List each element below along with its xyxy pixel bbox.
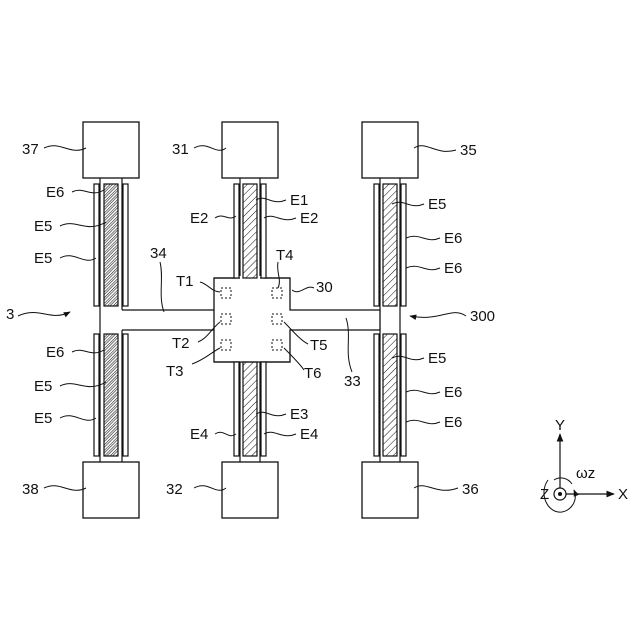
electrode-e4-bottom-right — [261, 362, 266, 456]
label-rotation-wz: ωz — [576, 465, 595, 482]
label-center-mass-30: 30 — [316, 279, 333, 296]
label-t4: T4 — [276, 247, 294, 264]
label-anchor-33: 33 — [344, 373, 361, 390]
electrode-e5-left-upper-inner — [123, 184, 128, 306]
label-t1: T1 — [176, 273, 194, 290]
anchor-31 — [222, 122, 278, 178]
anchor-35 — [362, 122, 418, 178]
electrode-e2-top-left — [234, 184, 239, 278]
label-e2-left: E2 — [190, 210, 208, 227]
electrode-e1 — [243, 184, 257, 278]
label-e1: E1 — [290, 192, 308, 209]
label-t6: T6 — [304, 365, 322, 382]
anchor-32 — [222, 462, 278, 518]
center-mass-30 — [214, 278, 380, 362]
electrode-e6-right-upper-outer — [374, 184, 379, 306]
label-e5-right-upper: E5 — [428, 196, 446, 213]
label-e4-left: E4 — [190, 426, 208, 443]
anchor-36 — [362, 462, 418, 518]
label-e6-left-lower: E6 — [46, 344, 64, 361]
label-t3: T3 — [166, 363, 184, 380]
label-axis-y: Y — [555, 417, 565, 434]
label-anchor-36: 36 — [462, 481, 479, 498]
electrode-e5-right-lower — [383, 334, 397, 456]
label-anchor-32: 32 — [166, 481, 183, 498]
label-t5: T5 — [310, 337, 328, 354]
label-t2: T2 — [172, 335, 190, 352]
label-e5-left-lower-a: E5 — [34, 378, 52, 395]
figure-number-label: 3 — [6, 306, 14, 323]
assembly-label-300: 300 — [470, 308, 495, 325]
label-e6-left-upper: E6 — [46, 184, 64, 201]
label-e5-left-upper-b: E5 — [34, 250, 52, 267]
label-axis-z: Z — [540, 486, 549, 503]
electrode-e3 — [243, 362, 257, 456]
label-e4-right: E4 — [300, 426, 318, 443]
label-e5-right-lower: E5 — [428, 350, 446, 367]
label-e5-left-upper-a: E5 — [34, 218, 52, 235]
anchor-37 — [83, 122, 139, 178]
electrode-e5-left-lower-inner — [123, 334, 128, 456]
anchor-38 — [83, 462, 139, 518]
electrode-e6-left-upper — [104, 184, 118, 306]
label-e3: E3 — [290, 406, 308, 423]
electrode-e5-right-upper — [383, 184, 397, 306]
label-e5-left-lower-b: E5 — [34, 410, 52, 427]
electrode-e5-left-upper-outer — [94, 184, 99, 306]
label-e2-right: E2 — [300, 210, 318, 227]
label-e6-right-upper-a: E6 — [444, 230, 462, 247]
electrode-e4-bottom-left — [234, 362, 239, 456]
label-e6-right-lower-b: E6 — [444, 414, 462, 431]
label-axis-x: X — [618, 486, 628, 503]
electrode-e6-right-lower-outer — [374, 334, 379, 456]
label-anchor-37: 37 — [22, 141, 39, 158]
label-anchor-31: 31 — [172, 141, 189, 158]
label-anchor-35: 35 — [460, 142, 477, 159]
label-anchor-38: 38 — [22, 481, 39, 498]
electrode-e6-left-lower — [104, 334, 118, 456]
electrode-e6-right-lower-inner — [401, 334, 406, 456]
label-e6-right-upper-b: E6 — [444, 260, 462, 277]
label-e6-right-lower-a: E6 — [444, 384, 462, 401]
label-anchor-34: 34 — [150, 245, 167, 262]
